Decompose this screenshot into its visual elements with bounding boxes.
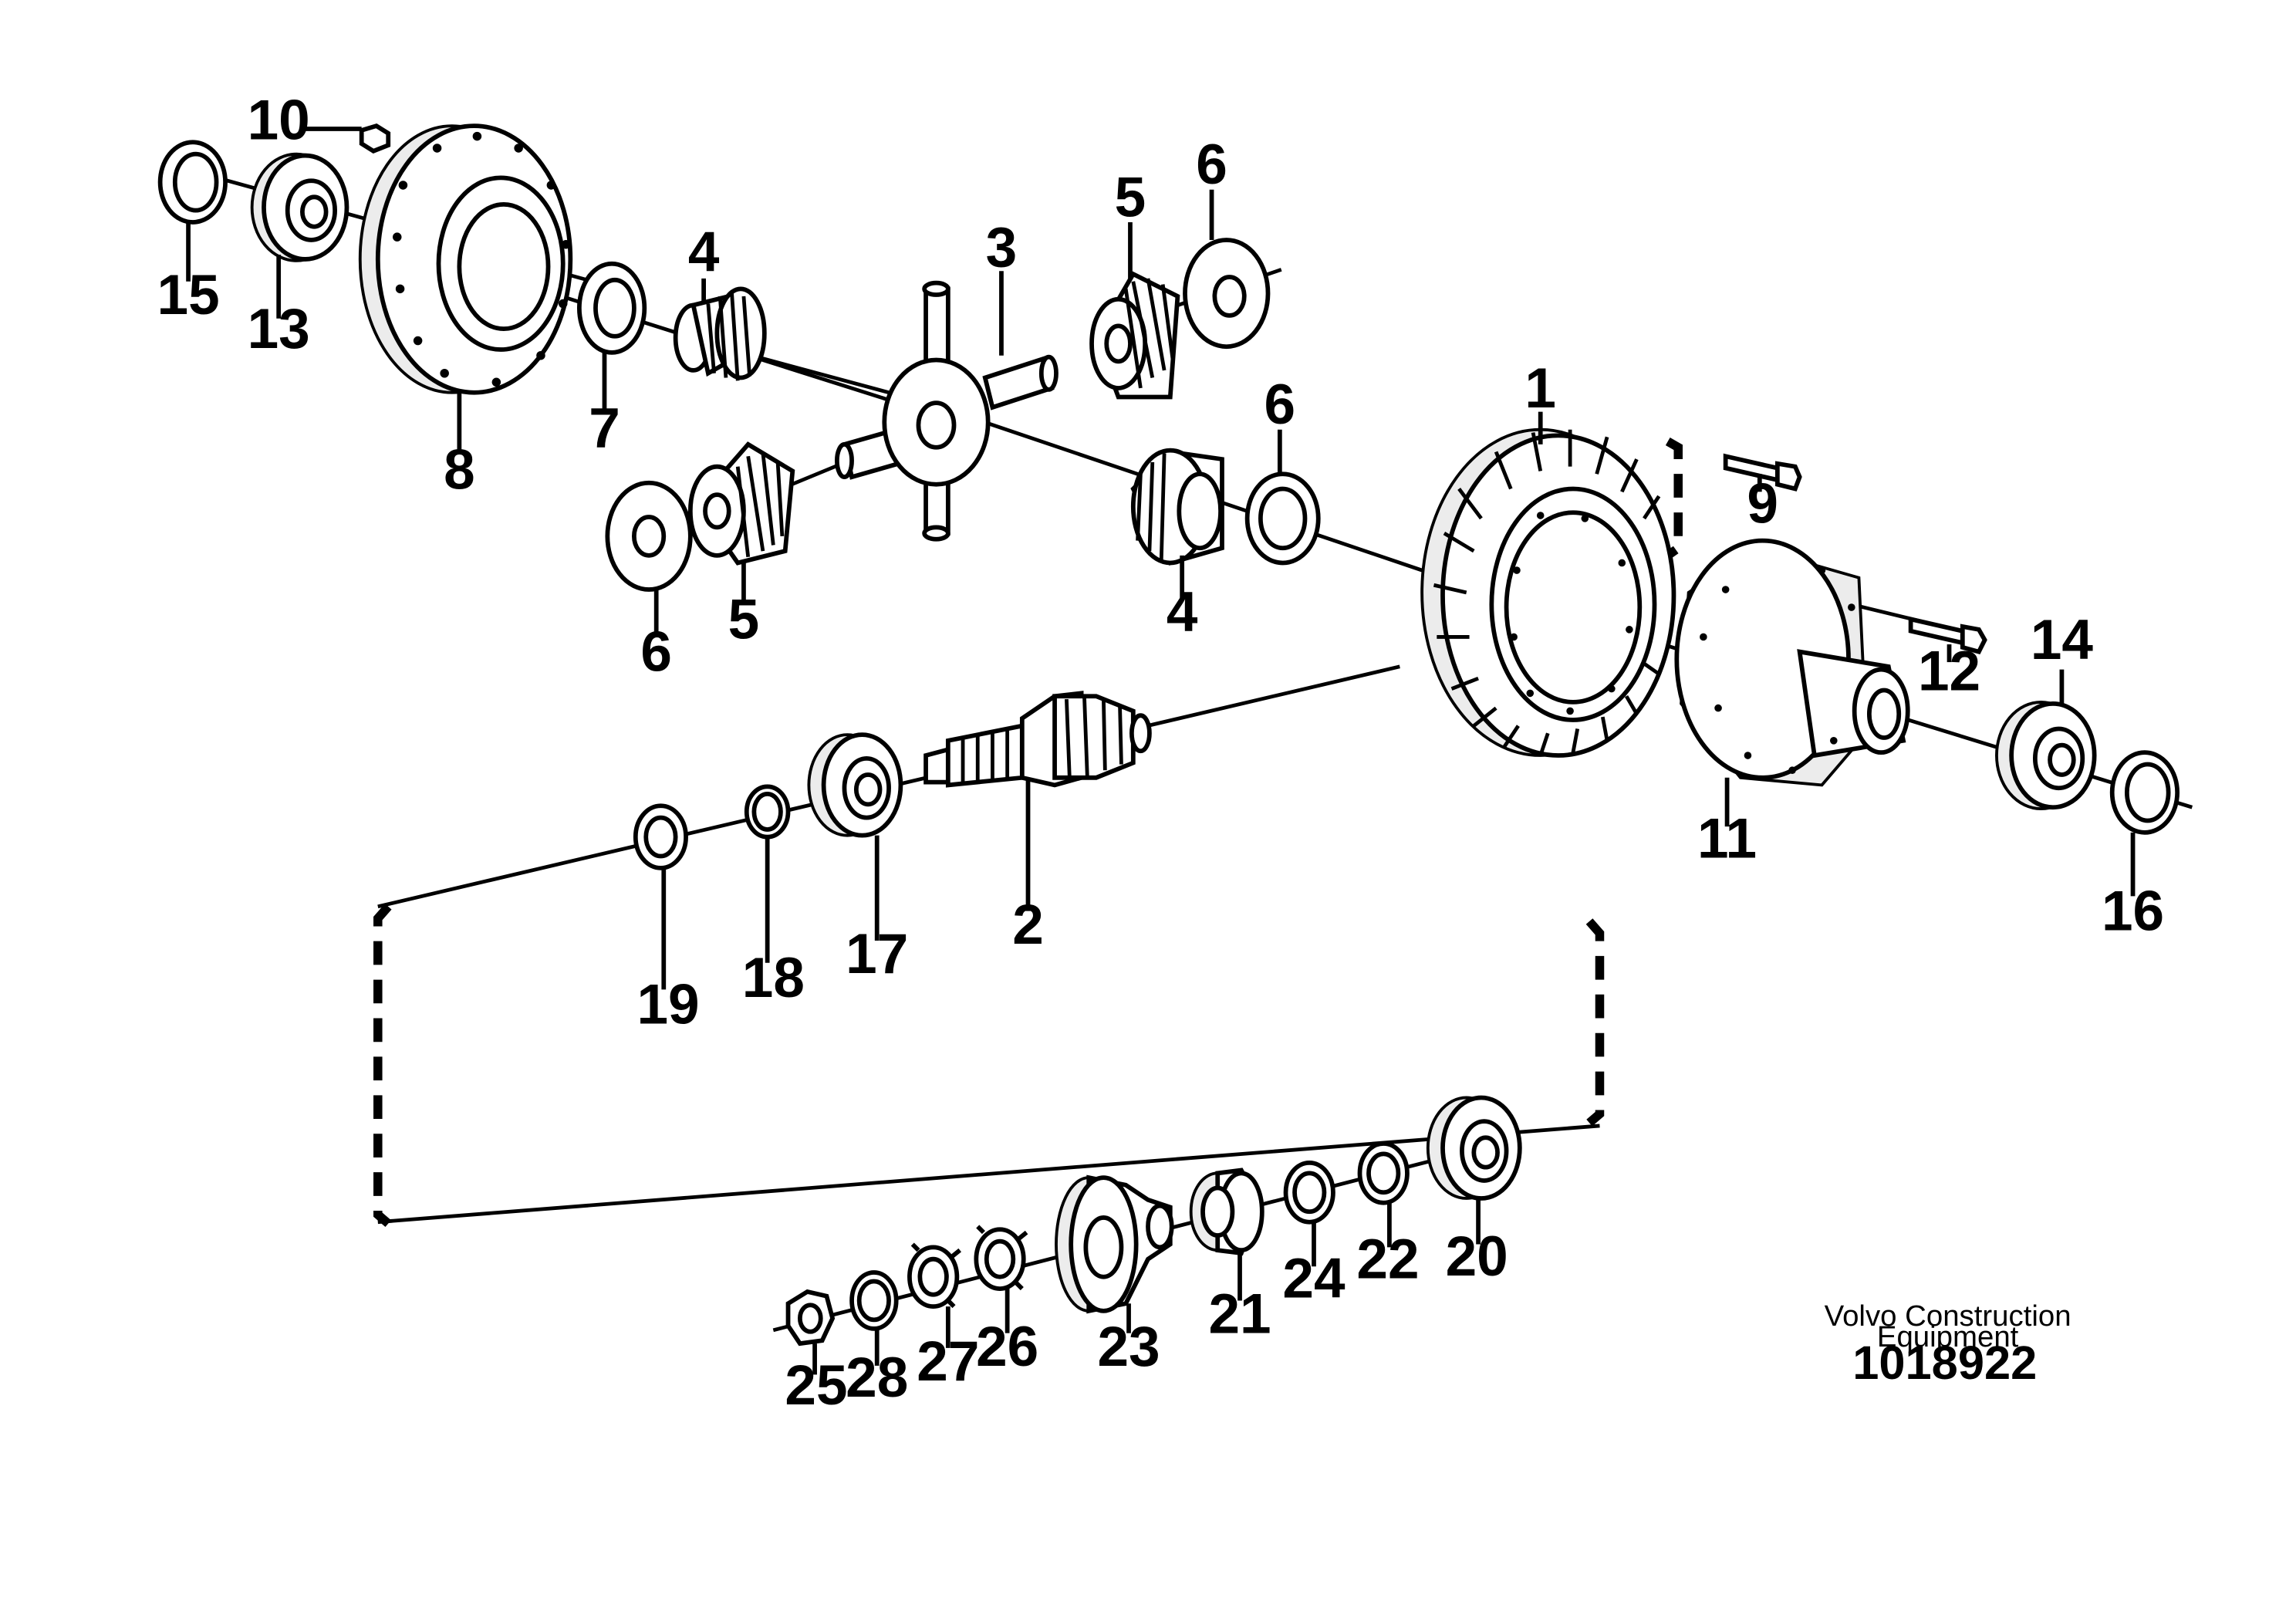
label-part-21: 21: [1208, 1283, 1271, 1346]
differential-housing-8: [358, 123, 573, 395]
label-part-27: 27: [917, 1330, 979, 1393]
label-part-23: 23: [1097, 1316, 1160, 1378]
dished-washer-6-lower: [605, 480, 693, 592]
dashed-bracket-bolt: [1665, 438, 1683, 559]
label-part-6-upper: 6: [1196, 133, 1227, 196]
document-number: 1018922: [1852, 1336, 2037, 1390]
bolt-12: [1908, 616, 1987, 655]
label-part-28: 28: [846, 1347, 908, 1409]
maker-name-line1: Volvo Construction: [1825, 1299, 2071, 1333]
label-part-22: 22: [1356, 1228, 1419, 1291]
publisher-block: Volvo Construction Equipment 1018922: [1825, 1299, 2071, 1390]
label-part-19: 19: [636, 973, 699, 1036]
ring-gear-1: [1420, 427, 1676, 758]
slotted-nut-21: [1189, 1168, 1264, 1256]
bearing-13: [250, 152, 349, 262]
label-part-4-lower: 4: [1167, 581, 1198, 644]
bearing-17: [807, 732, 903, 838]
label-part-4-upper: 4: [688, 221, 720, 283]
label-part-9: 9: [1747, 473, 1778, 536]
label-part-11: 11: [1697, 807, 1757, 870]
label-part-10: 10: [248, 89, 310, 151]
pinion-shaft-2: [923, 691, 1152, 788]
label-part-24: 24: [1282, 1248, 1346, 1310]
drive-flange-23: [1055, 1174, 1174, 1314]
pinion-gear-5-upper: [1089, 271, 1180, 400]
washer-22: [1357, 1141, 1410, 1205]
label-part-7: 7: [589, 397, 620, 460]
lock-washer-26: [974, 1225, 1028, 1291]
label-part-8: 8: [444, 438, 475, 501]
part-number-labels: 10 15 13 8 7 4 3 5 6 6 1 9 6 5 4 12 14 1…: [157, 89, 2165, 1416]
seal-ring-15: [157, 140, 228, 225]
differential-case-11: [1674, 538, 1910, 787]
spider-cross-3: [834, 280, 1059, 542]
label-part-5-upper: 5: [1115, 166, 1146, 228]
dished-washer-6-upper: [1183, 238, 1271, 350]
label-part-17: 17: [846, 923, 908, 985]
bolt-9: [1723, 453, 1802, 492]
label-part-5-lower: 5: [728, 588, 760, 650]
label-part-25: 25: [785, 1354, 847, 1417]
seal-ring-16: [2109, 750, 2180, 835]
nut-10: [359, 123, 391, 154]
side-gear-4-lower: [1130, 448, 1224, 566]
label-part-6-middle: 6: [1264, 373, 1296, 436]
bearing-14: [1995, 700, 2097, 811]
label-part-3: 3: [986, 217, 1018, 279]
label-part-14: 14: [2031, 609, 2094, 671]
washer-19: [633, 803, 688, 870]
pinion-gear-5-lower: [687, 441, 795, 566]
label-part-20: 20: [1446, 1225, 1508, 1288]
label-part-1: 1: [1524, 357, 1556, 420]
side-gear-4-upper: [673, 286, 767, 381]
washer-28: [849, 1270, 899, 1331]
nut-25: [785, 1289, 836, 1347]
label-part-26: 26: [976, 1316, 1038, 1378]
label-part-13: 13: [248, 298, 310, 360]
maker-name-line2: Equipment: [1877, 1320, 2019, 1353]
label-part-15: 15: [157, 264, 220, 326]
label-part-18: 18: [742, 947, 805, 1009]
dashed-bracket-lower: [373, 904, 1605, 1227]
thrust-washer-7: [576, 261, 647, 355]
snap-ring-18: [744, 784, 791, 840]
label-part-12: 12: [1918, 640, 1980, 703]
washer-24: [1283, 1161, 1335, 1225]
bearing-20: [1426, 1095, 1522, 1201]
lock-washer-27: [907, 1242, 962, 1309]
leader-lines: [186, 127, 2136, 1375]
label-part-2: 2: [1012, 894, 1044, 956]
washer-6-middle: [1244, 471, 1321, 566]
label-part-16: 16: [2102, 880, 2164, 943]
label-part-6-lower: 6: [640, 621, 672, 684]
